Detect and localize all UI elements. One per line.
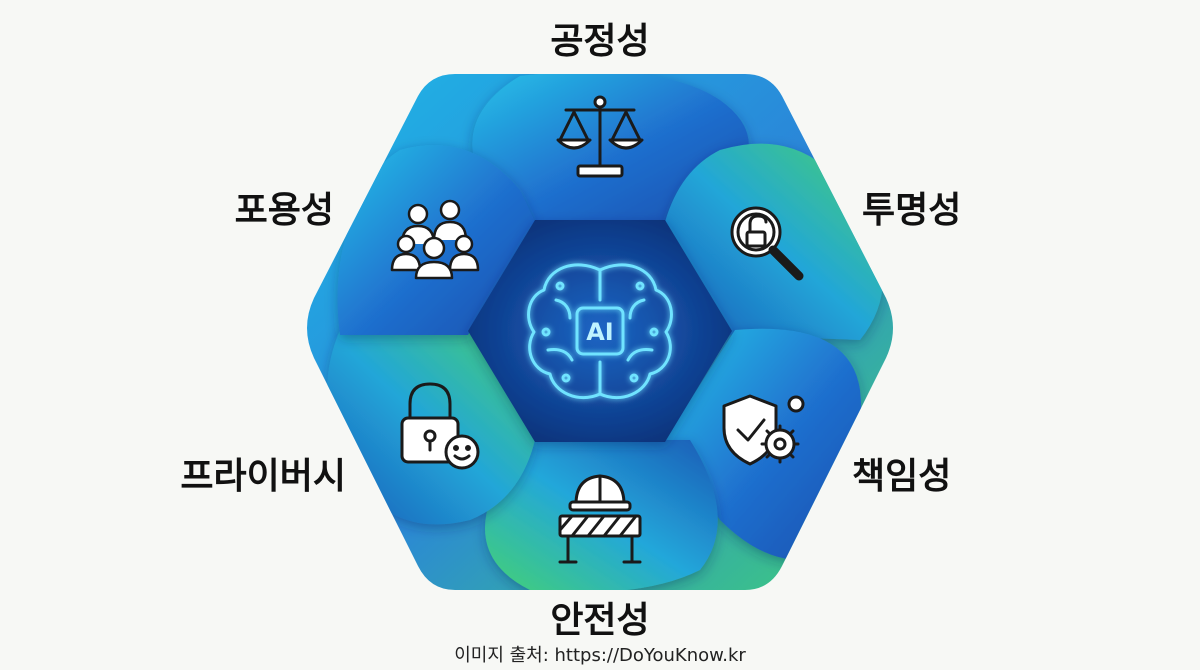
label-accountability: 책임성 [852,456,951,497]
image-source-caption: 이미지 출처: https://DoYouKnow.kr [454,645,746,666]
center-ai-label: AI [586,318,614,346]
ai-brain-icon [527,263,673,400]
label-privacy: 프라이버시 [180,456,346,497]
label-inclusiveness: 포용성 [235,190,334,231]
hardhat-barrier-icon [558,474,642,564]
padlock-smile-icon [400,382,480,470]
label-transparency: 투명성 [862,190,961,231]
balance-scale-icon [556,95,644,178]
people-group-icon [390,199,480,280]
center-hexagon [468,220,732,442]
label-fairness: 공정성 [550,21,649,62]
label-safety: 안전성 [550,600,649,641]
segment-fairness [472,74,749,222]
shield-gear-icon [722,394,805,466]
magnifier-unlock-icon [730,206,804,281]
